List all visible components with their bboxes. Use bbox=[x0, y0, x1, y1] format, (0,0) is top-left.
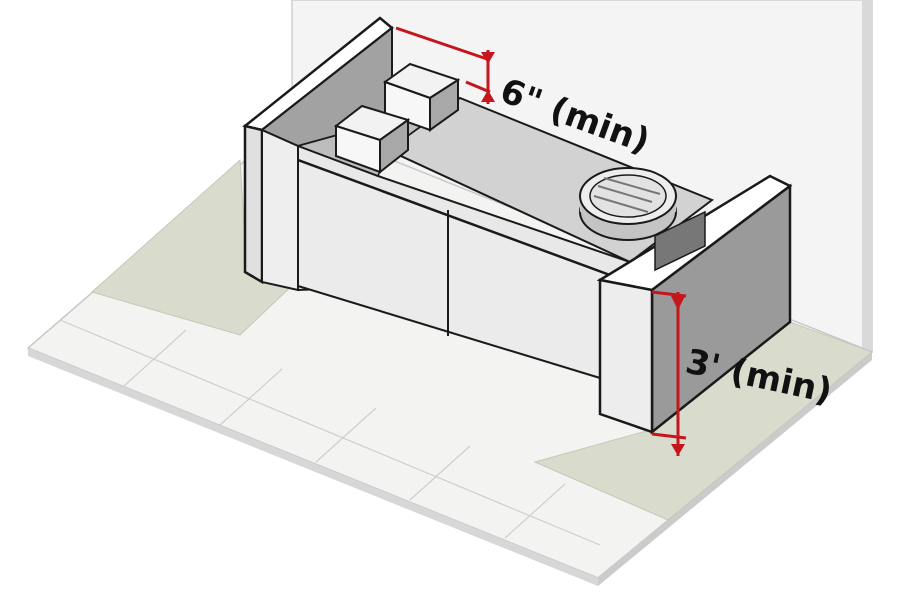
equipment-unit-front bbox=[333, 104, 411, 175]
enclosure-front bbox=[297, 144, 632, 380]
left-enclosure-wall bbox=[242, 16, 394, 292]
fan-icon bbox=[579, 167, 677, 241]
dimension-top-clearance bbox=[395, 26, 495, 104]
floor bbox=[26, 119, 874, 586]
right-enclosure-wall bbox=[596, 174, 793, 435]
dimension-side-height bbox=[651, 290, 687, 456]
